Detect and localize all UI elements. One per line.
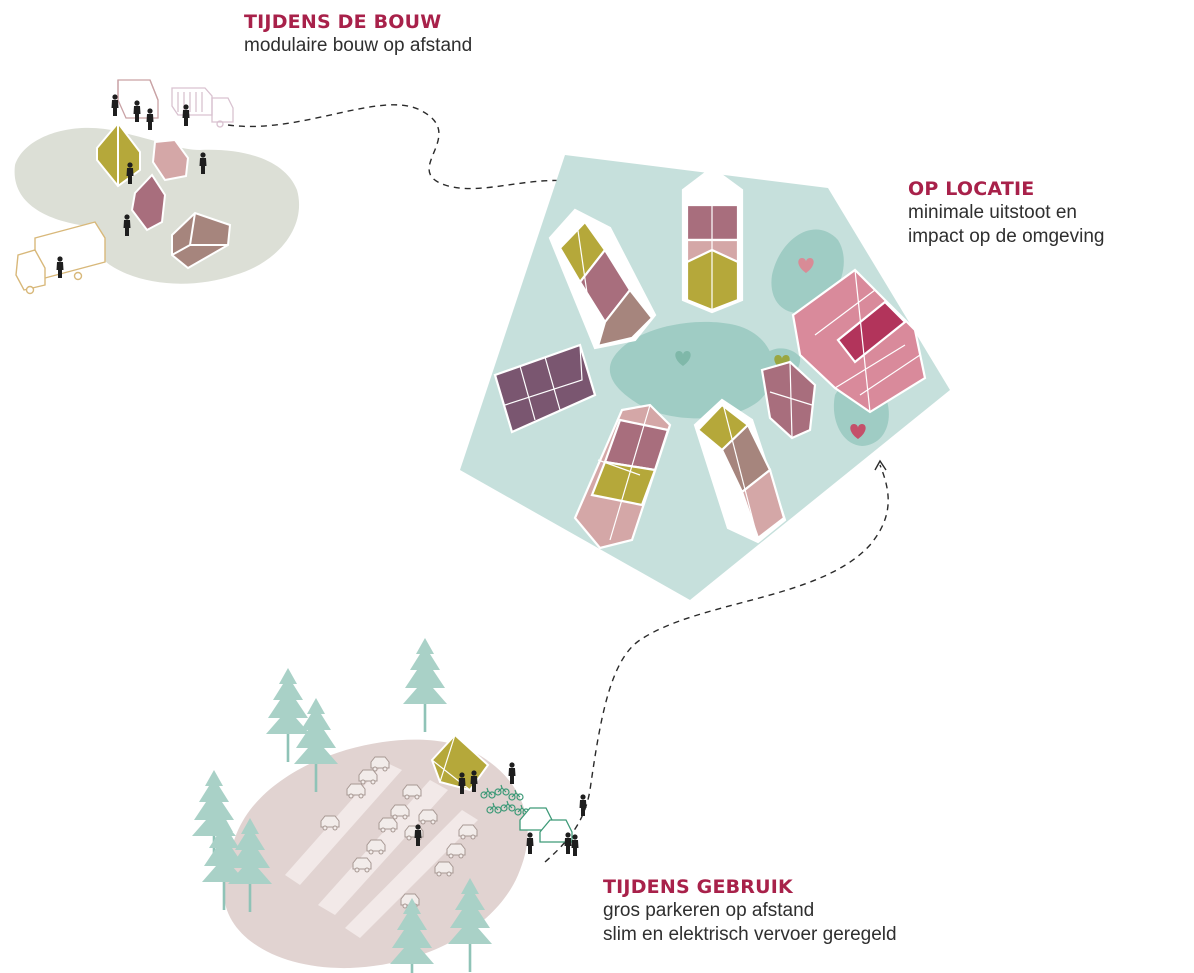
central-green bbox=[609, 321, 774, 419]
stage-description: minimale uitstoot en bbox=[908, 202, 1077, 223]
stage-title: TIJDENS GEBRUIK bbox=[603, 876, 793, 898]
site-area bbox=[460, 155, 950, 600]
building-wing-sw bbox=[573, 403, 672, 550]
arrow-head-icon bbox=[874, 459, 887, 471]
stage-description: slim en elektrisch vervoer geregeld bbox=[603, 924, 897, 945]
stage-title: OP LOCATIE bbox=[908, 178, 1035, 200]
stage-description: modulaire bouw op afstand bbox=[244, 35, 473, 56]
truck-icon bbox=[171, 87, 234, 128]
building-wing-e bbox=[760, 268, 927, 440]
building-wing-s bbox=[693, 398, 787, 544]
building-wing-w bbox=[493, 343, 597, 434]
building-wing-nw bbox=[548, 208, 657, 350]
ev-car-icon bbox=[519, 807, 573, 843]
stage-description: impact op de omgeving bbox=[908, 226, 1105, 247]
delivery-truck-icon bbox=[15, 221, 106, 295]
stage-title: TIJDENS DE BOUW bbox=[244, 11, 442, 33]
stage-label-construction: TIJDENS DE BOUW modulaire bouw op afstan… bbox=[244, 10, 472, 58]
construction-area bbox=[14, 79, 300, 295]
stage-label-on-site: OP LOCATIE minimale uitstoot en impact o… bbox=[908, 177, 1104, 249]
stage-label-in-use: TIJDENS GEBRUIK gros parkeren op afstand… bbox=[603, 875, 897, 947]
building-module-icon bbox=[96, 121, 232, 270]
stage-description: gros parkeren op afstand bbox=[603, 900, 815, 921]
route-construction-to-site bbox=[227, 104, 609, 197]
building-wing-n bbox=[681, 166, 744, 314]
parking-area bbox=[192, 638, 587, 973]
